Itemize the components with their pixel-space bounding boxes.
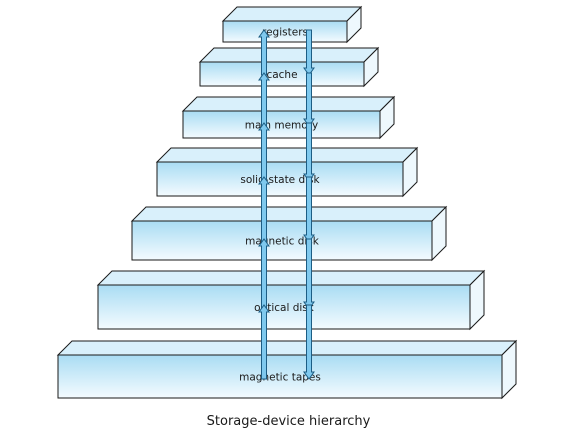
- transfer-arrow-pair: [258, 72, 315, 127]
- level-box-front-face: [97, 284, 471, 330]
- level-box-front-face: [199, 61, 365, 87]
- level-box-front-face: [57, 354, 503, 399]
- transfer-arrow-pair: [258, 29, 315, 76]
- transfer-arrow-pair: [258, 304, 315, 380]
- up-arrow: [258, 72, 270, 127]
- level-label: magnetic tapes: [239, 372, 321, 384]
- level-box: main memory: [181, 95, 396, 140]
- level-box-front-face: [182, 110, 381, 139]
- level-label: cache: [266, 69, 297, 81]
- level-box: magnetic disk: [130, 205, 448, 262]
- up-arrow: [258, 29, 270, 76]
- up-arrow: [258, 238, 270, 310]
- level-box: solid-state disk: [155, 146, 419, 198]
- level-box-front-face: [222, 20, 348, 43]
- level-box-front-face: [156, 161, 404, 197]
- transfer-arrow-pair: [258, 238, 315, 310]
- level-box-top-face: [130, 206, 448, 222]
- level-box-top-face: [221, 6, 363, 22]
- level-box: registers: [221, 5, 363, 44]
- level-box: cache: [198, 46, 380, 88]
- level-label: registers: [262, 27, 308, 39]
- level-box-top-face: [155, 147, 419, 163]
- level-box-top-face: [96, 270, 486, 286]
- up-arrow: [258, 176, 270, 243]
- level-box-top-face: [56, 340, 518, 356]
- up-arrow: [258, 122, 270, 182]
- diagram-caption: Storage-device hierarchy: [206, 414, 371, 429]
- down-arrow: [303, 29, 315, 76]
- down-arrow: [303, 304, 315, 380]
- level-box: magnetic tapes: [56, 339, 518, 400]
- transfer-arrow-pair: [258, 176, 315, 243]
- level-box-top-face: [198, 47, 380, 63]
- level-box: optical disk: [96, 269, 486, 331]
- up-arrow: [258, 304, 270, 380]
- level-box-front-face: [131, 220, 433, 261]
- level-box-top-face: [181, 96, 396, 112]
- level-label: optical disk: [254, 302, 315, 314]
